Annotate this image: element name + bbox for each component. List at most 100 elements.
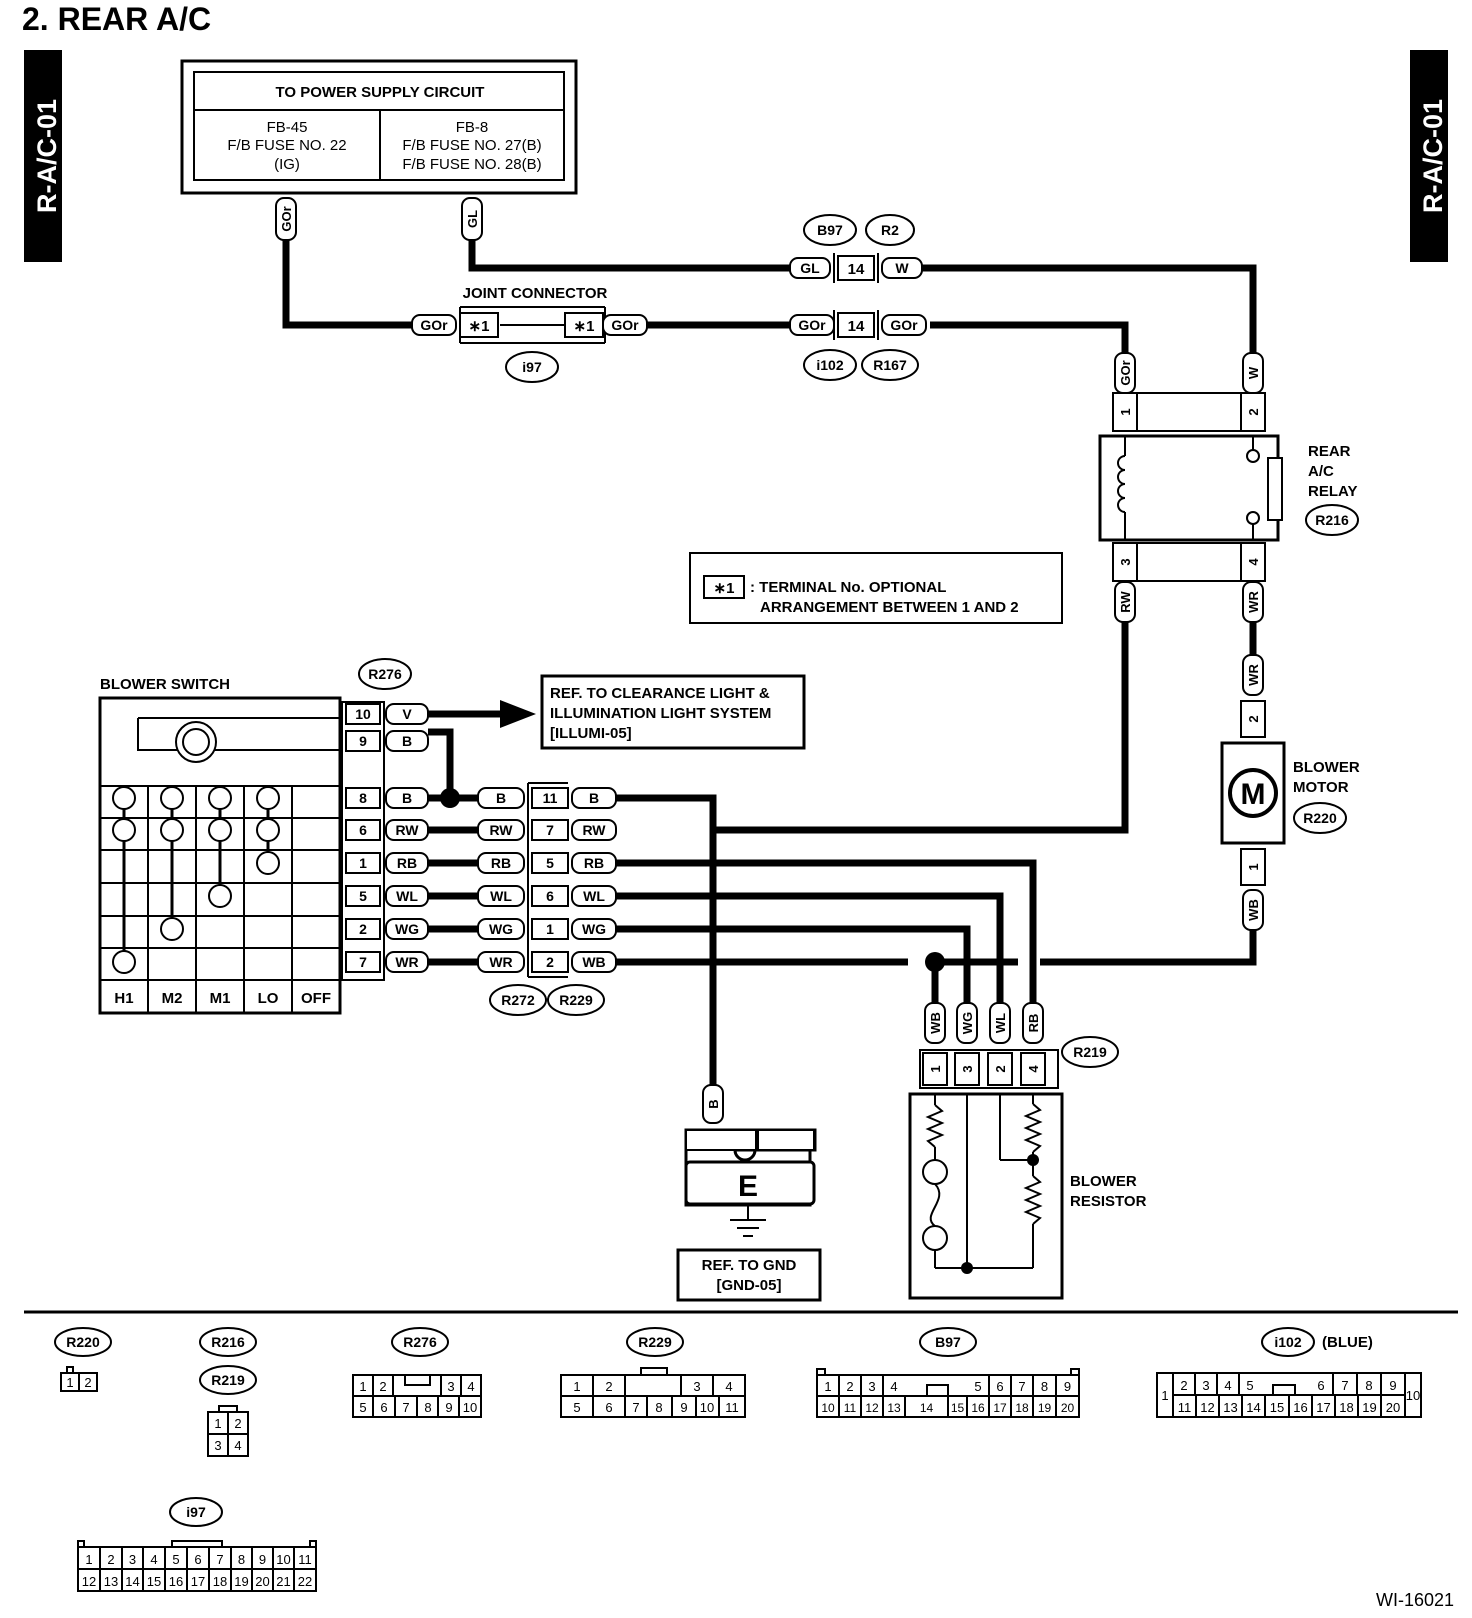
svg-text:WG: WG [395, 921, 419, 937]
power-supply-box: TO POWER SUPPLY CIRCUIT FB-45 F/B FUSE N… [180, 59, 578, 195]
svg-text:R220: R220 [1303, 810, 1337, 826]
pin-number: 12 [82, 1574, 96, 1589]
pin-number: 16 [971, 1401, 985, 1415]
svg-text:3: 3 [1118, 558, 1133, 565]
pin-number: 3 [868, 1379, 875, 1394]
svg-text:3: 3 [693, 1379, 700, 1394]
svg-text:1: 1 [573, 1379, 580, 1394]
pin-number: 22 [298, 1574, 312, 1589]
pin-number: 4 [1224, 1378, 1231, 1393]
pin-number: 19 [1038, 1401, 1052, 1415]
svg-text:REF. TO GND: REF. TO GND [702, 1257, 797, 1274]
svg-text:2: 2 [546, 954, 554, 970]
svg-text:B97: B97 [817, 222, 843, 238]
svg-text:10: 10 [700, 1400, 714, 1415]
svg-text:RW: RW [395, 822, 419, 838]
svg-text:R216: R216 [1315, 512, 1349, 528]
svg-text:R2: R2 [881, 222, 899, 238]
svg-text:5: 5 [359, 1400, 366, 1415]
switch-pos-h1: H1 [114, 990, 133, 1007]
svg-text:WR: WR [1246, 591, 1261, 613]
svg-text:GOr: GOr [798, 317, 826, 333]
svg-text:[ILLUMI-05]: [ILLUMI-05] [550, 725, 632, 742]
svg-text:7: 7 [632, 1400, 639, 1415]
svg-text:7: 7 [546, 822, 554, 838]
svg-text:8: 8 [359, 790, 367, 806]
pin-number: 6 [996, 1379, 1003, 1394]
svg-text:GL: GL [800, 260, 820, 276]
svg-text:4: 4 [725, 1379, 732, 1394]
connector-b97-r2: B97 R2 GL 14 W [789, 214, 923, 283]
switch-pos-m2: M2 [162, 990, 183, 1007]
svg-text:4: 4 [1246, 558, 1261, 566]
svg-text:6: 6 [380, 1400, 387, 1415]
pin-number: 3 [129, 1552, 136, 1567]
blower-motor: WR 2 M 1 WB BLOWER MOTOR R220 [1220, 654, 1360, 931]
svg-text:JOINT CONNECTOR: JOINT CONNECTOR [463, 285, 608, 302]
svg-text:2: 2 [1246, 715, 1261, 722]
pin-number: 7 [1018, 1379, 1025, 1394]
pin-number: 11 [1178, 1400, 1192, 1415]
pin-number: 20 [1386, 1400, 1400, 1415]
svg-text:MOTOR: MOTOR [1293, 779, 1349, 796]
svg-text:2: 2 [379, 1379, 386, 1394]
svg-text:6: 6 [359, 822, 367, 838]
svg-text:WG: WG [489, 921, 513, 937]
svg-text:2: 2 [234, 1416, 241, 1431]
svg-text:WL: WL [583, 888, 605, 904]
pin-number: 8 [238, 1552, 245, 1567]
pin-number: 10 [276, 1552, 290, 1567]
pin-number: 11 [298, 1552, 312, 1567]
page-code-tab-right [1410, 50, 1448, 262]
pin-number: 19 [1362, 1400, 1376, 1415]
svg-text:WL: WL [396, 888, 418, 904]
pin-number: 17 [993, 1401, 1007, 1415]
pin-number: 20 [1061, 1401, 1075, 1415]
svg-text:E: E [738, 1170, 758, 1203]
pin-number: 18 [1339, 1400, 1353, 1415]
svg-text:1: 1 [1246, 863, 1261, 870]
pin-number: 12 [865, 1401, 879, 1415]
svg-text:9: 9 [359, 733, 367, 749]
svg-text:B: B [402, 733, 412, 749]
svg-text:REF. TO CLEARANCE LIGHT &: REF. TO CLEARANCE LIGHT & [550, 685, 770, 702]
connector-view-r229: R229 1 2 3 4 5 6 7 8 9 10 11 [560, 1327, 746, 1418]
pin-number: 5 [1246, 1378, 1253, 1393]
pin-number: 20 [255, 1574, 269, 1589]
svg-text:WR: WR [489, 954, 512, 970]
svg-text:FB-8: FB-8 [456, 119, 489, 136]
pin-number: 16 [169, 1574, 183, 1589]
svg-text:i102: i102 [816, 357, 843, 373]
pin-number: 14 [1246, 1400, 1260, 1415]
svg-text:R276: R276 [368, 666, 402, 682]
svg-text:F/B FUSE NO. 28(B): F/B FUSE NO. 28(B) [402, 156, 541, 173]
svg-text:14: 14 [848, 261, 865, 278]
page-code-right: R-A/C-01 [1418, 99, 1448, 213]
svg-text:6: 6 [605, 1400, 612, 1415]
svg-text:7: 7 [359, 954, 367, 970]
svg-text:RB: RB [397, 855, 417, 871]
svg-text:WR: WR [395, 954, 418, 970]
svg-text:i97: i97 [186, 1504, 206, 1520]
switch-pos-off: OFF [301, 990, 331, 1007]
svg-text:4: 4 [1026, 1065, 1041, 1073]
svg-text:RW: RW [489, 822, 513, 838]
svg-text:10: 10 [463, 1400, 477, 1415]
svg-text:W: W [1246, 366, 1261, 379]
svg-text:1: 1 [66, 1375, 73, 1390]
svg-text:TO POWER SUPPLY CIRCUIT: TO POWER SUPPLY CIRCUIT [276, 84, 485, 101]
svg-text:: TERMINAL No. OPTIONAL: : TERMINAL No. OPTIONAL [750, 579, 946, 596]
pin-number: 12 [1200, 1400, 1214, 1415]
pin-number: 8 [1041, 1379, 1048, 1394]
svg-text:6: 6 [546, 888, 554, 904]
svg-text:R216: R216 [211, 1334, 245, 1350]
svg-text:1: 1 [359, 1379, 366, 1394]
pin-number: 15 [1270, 1400, 1284, 1415]
pin-number: 9 [259, 1552, 266, 1567]
svg-text:4: 4 [467, 1379, 474, 1394]
blower-resistor: WB WG WL RB 1 3 2 4 R219 BLOWER RESISTOR [908, 1002, 1147, 1300]
svg-text:i102: i102 [1274, 1334, 1301, 1350]
figure-id: WI-16021 [1376, 1590, 1454, 1610]
